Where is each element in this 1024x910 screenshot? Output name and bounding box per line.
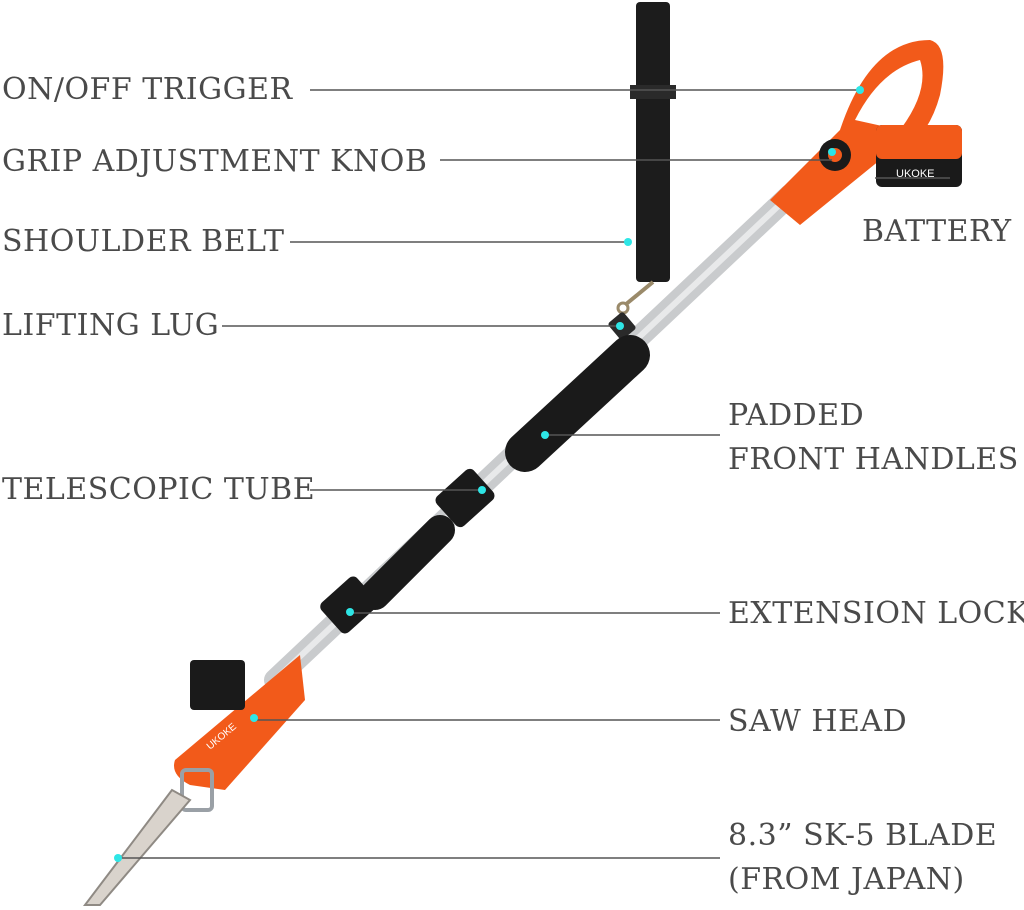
label-grip-adjustment-knob: GRIP ADJUSTMENT KNOB (2, 144, 428, 179)
label-blade-line2: (FROM JAPAN) (728, 862, 965, 897)
battery-pack: UKOKE (876, 125, 962, 187)
label-battery: BATTERY (862, 214, 1012, 249)
label-blade: 8.3” SK-5 BLADE (FROM JAPAN) (728, 814, 997, 902)
saw-head: UKOKE (174, 655, 305, 812)
label-telescopic-tube: TELESCOPIC TUBE (2, 472, 316, 507)
extension-lock-lower (320, 576, 378, 634)
brand-mark-battery: UKOKE (896, 168, 935, 180)
shoulder-belt (616, 2, 676, 315)
label-on-off-trigger: ON/OFF TRIGGER (2, 72, 293, 107)
extension-lock-body (360, 515, 455, 610)
label-padded-front-handles-line1: PADDED (728, 398, 865, 433)
rear-handle (770, 40, 944, 225)
saw-blade (82, 788, 192, 906)
leader-lines (118, 89, 950, 859)
label-blade-line1: 8.3” SK-5 BLADE (728, 818, 998, 853)
label-extension-lock: EXTENSION LOCK (728, 596, 1024, 631)
extension-lock-upper (435, 468, 495, 528)
marker-dots (114, 86, 864, 862)
label-lifting-lug: LIFTING LUG (2, 308, 220, 343)
label-padded-front-handles: PADDED FRONT HANDLES (728, 394, 1019, 482)
label-padded-front-handles-line2: FRONT HANDLES (728, 442, 1019, 477)
label-shoulder-belt: SHOULDER BELT (2, 224, 285, 259)
padded-front-handle (505, 335, 650, 472)
label-saw-head: SAW HEAD (728, 704, 908, 739)
